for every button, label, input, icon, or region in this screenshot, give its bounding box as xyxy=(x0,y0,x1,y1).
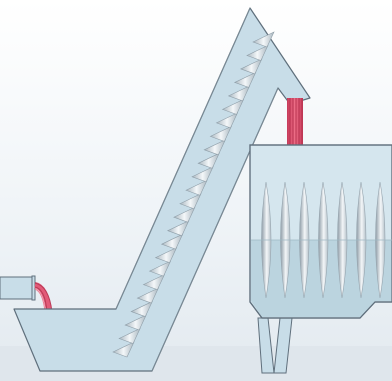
discharge-pipe xyxy=(287,98,303,146)
inlet-pipe xyxy=(0,276,35,300)
